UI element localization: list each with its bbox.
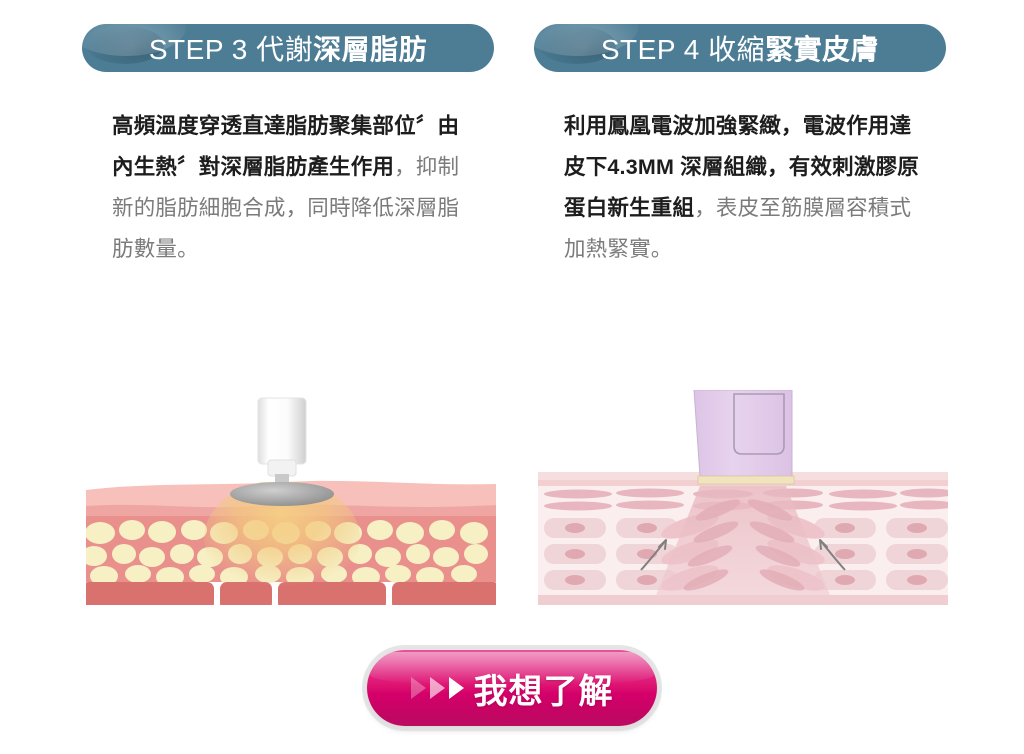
step-body-text-step-4: 利用鳳凰電波加強緊緻，電波作用達皮下4.3MM 深層組織，有效刺激膠原蛋白新生重…: [564, 106, 926, 270]
step-header-pill-step-4: STEP 4 收縮緊實皮膚: [534, 24, 946, 72]
step-body-soft-step-4: ，表皮至筋膜層容積式加熱緊實。: [564, 196, 912, 261]
cta-inner: 我想了解: [410, 664, 614, 713]
probe-contact-disc: [230, 482, 334, 506]
applicator-tip: [697, 475, 795, 485]
cta-container: 我想了解: [0, 650, 1024, 726]
fascia-layer: [538, 595, 948, 605]
step-body-text-step-3: 高頻溫度穿透直達脂肪聚集部位〞由內生熱〞對深層脂肪產生作用，抑制新的脂肪細胞合成…: [112, 106, 474, 270]
step-body-soft-step-3: ，抑制新的脂肪細胞合成，同時降低深層脂肪數量。: [112, 155, 460, 261]
step-header-emphasis-step-3: 深層脂肪: [313, 34, 428, 65]
arrow-group: [410, 677, 466, 699]
step-header-lead-step-4: STEP 4 收縮: [600, 34, 766, 65]
step-header-text-step-3: STEP 3 代謝深層脂肪: [149, 28, 427, 68]
play-triangle-icon-1: [410, 677, 426, 699]
learn-more-button[interactable]: 我想了解: [367, 650, 657, 726]
play-triangle-icon-2: [429, 677, 445, 699]
fat-layer-ultrasound-illustration: [86, 390, 496, 605]
tightening-arrow-right: [819, 539, 846, 571]
rf-applicator: [693, 390, 795, 485]
step-header-text-step-4: STEP 4 收縮緊實皮膚: [601, 28, 879, 68]
collagen-rf-illustration: [538, 390, 948, 605]
step-card-step-3: STEP 3 代謝深層脂肪 高頻溫度穿透直達脂肪聚集部位〞由內生熱〞對深層脂肪產…: [60, 0, 515, 620]
step-header-pill-step-3: STEP 3 代謝深層脂肪: [82, 24, 494, 72]
step-body-strong-step-4: 利用鳳凰電波加強緊緻，電波作用達皮下4.3MM 深層組織，有效刺激膠原蛋白新生重…: [564, 114, 919, 220]
heat-energy-glow: [204, 482, 360, 596]
tightening-arrow-left: [640, 539, 667, 571]
cta-label: 我想了解: [473, 672, 614, 711]
ultrasound-probe: [230, 397, 334, 506]
step-body-strong-step-3: 高頻溫度穿透直達脂肪聚集部位〞由內生熱〞對深層脂肪產生作用: [112, 114, 460, 179]
step-card-step-4: STEP 4 收縮緊實皮膚 利用鳳凰電波加強緊緻，電波作用達皮下4.3MM 深層…: [512, 0, 967, 620]
step-header-emphasis-step-4: 緊實皮膚: [765, 34, 880, 65]
cone-fiber-chevrons: [683, 499, 805, 591]
step-header-lead-step-3: STEP 3 代謝: [148, 34, 314, 65]
dermal-cell-grid: [544, 518, 948, 590]
play-triangle-icon-3: [448, 677, 464, 699]
applicator-inner-outline: [733, 393, 785, 455]
